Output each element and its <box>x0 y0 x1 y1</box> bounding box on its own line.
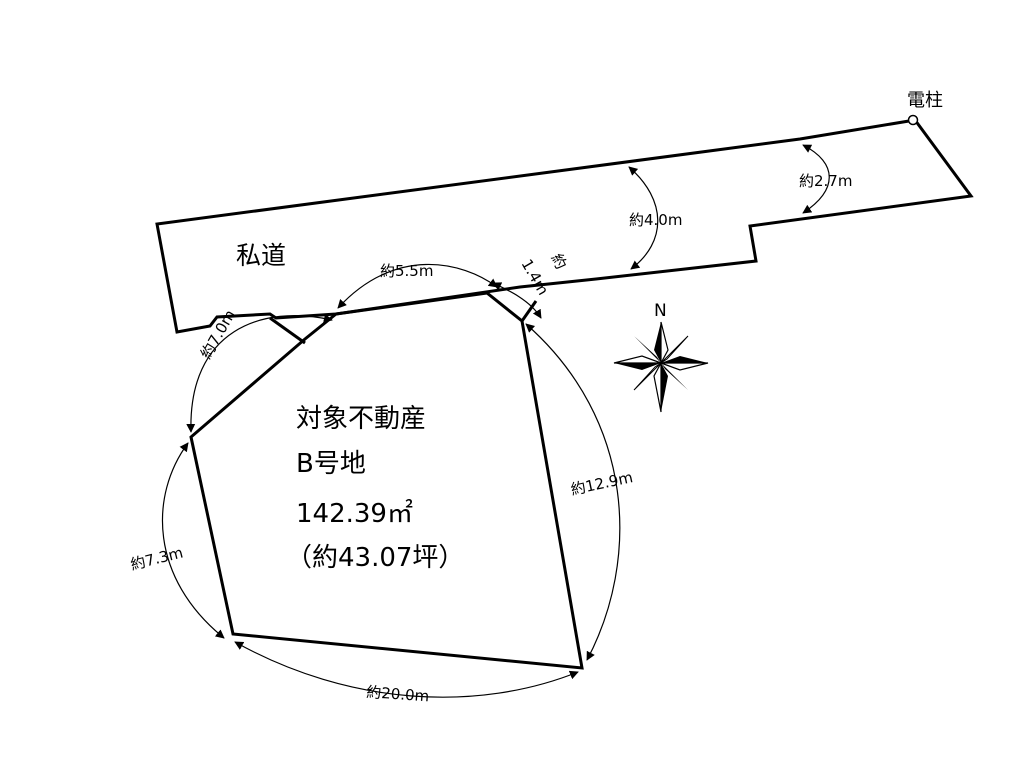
access-arc <box>492 282 542 319</box>
south-edge-arc <box>234 641 579 698</box>
access-label-char: 約 <box>547 251 570 273</box>
private-road-outline <box>155 118 974 334</box>
south-edge-label: 約20.0m <box>366 683 430 705</box>
road-end-label: 約2.7m <box>799 172 852 190</box>
north-edge-label: 約5.5m <box>380 262 433 280</box>
road-end-arc <box>802 144 830 214</box>
road-width-label: 約4.0m <box>629 211 682 229</box>
property-area: 142.39㎡ <box>296 499 413 529</box>
property-title: 対象不動産 <box>296 404 426 434</box>
north-edge-arc <box>337 263 498 309</box>
northwest-edge-arc <box>186 313 333 433</box>
property-lot-outline <box>189 291 584 670</box>
east-edge-label: 約12.9m <box>569 468 634 499</box>
utility-pole-label: 電柱 <box>907 90 943 111</box>
compass-icon <box>613 321 709 413</box>
road-label: 私道 <box>236 241 286 270</box>
east-edge-arc <box>525 323 621 661</box>
west-edge-arc <box>161 442 225 639</box>
west-edge-label: 約7.3m <box>129 543 185 573</box>
property-lot-name: B号地 <box>296 449 366 479</box>
utility-pole-icon <box>907 114 919 126</box>
compass-north-label: N <box>654 301 667 321</box>
access-label-num: 1.4m <box>518 256 553 298</box>
road-width-arc <box>628 166 659 270</box>
northwest-edge-label: 約7.0m <box>197 307 239 362</box>
property-tsubo: （約43.07坪） <box>286 543 464 573</box>
lot-corner-tick <box>269 316 306 345</box>
